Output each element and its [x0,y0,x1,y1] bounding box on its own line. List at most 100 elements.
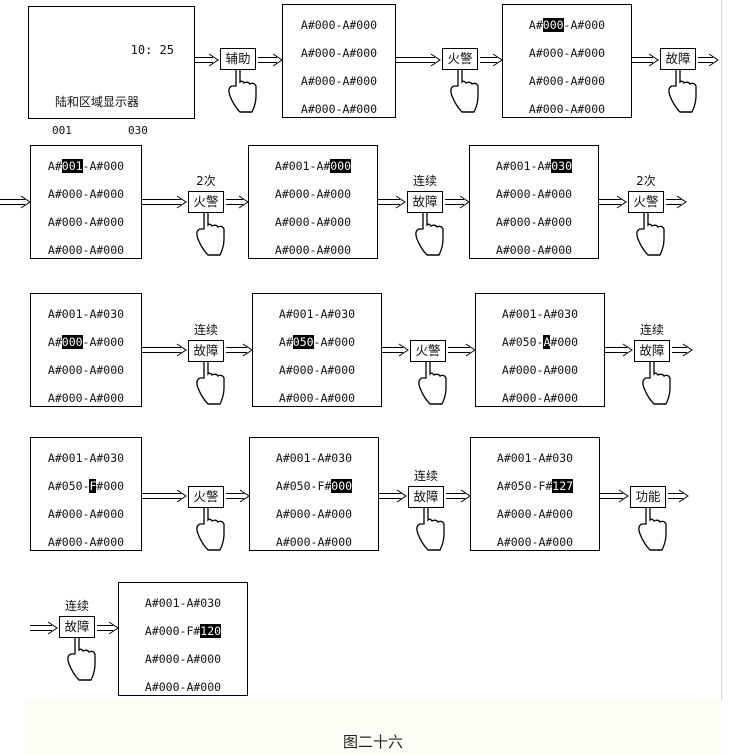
screen-line: A#000-A#000 [249,187,377,201]
fire-button[interactable]: 火警 [408,340,452,410]
cursor-highlight: 000 [61,335,83,349]
assist-button[interactable]: 辅助 [218,48,262,118]
fault-button[interactable]: 故障 [406,486,450,556]
flow-arrow [600,489,629,503]
fault-key-label: 故障 [634,340,670,362]
flow-arrow [666,195,687,209]
screen-text: A#000-A#000 [278,363,356,377]
fault-button[interactable]: 故障 [658,48,702,118]
screen-text: A#050- [47,479,90,493]
screen-text: A#000-A#000 [496,507,574,521]
screen-line: A#001-A#030 [119,596,247,610]
screen-line: A#000-A#000 [471,507,599,521]
flow-arrow [672,343,693,357]
display-title: 陆和区域显示器 [55,95,140,109]
fault-key-label: 故障 [59,616,95,638]
fire-button[interactable]: 火警 [186,486,230,556]
continuous-label: 连续 [412,174,437,188]
screen-line: A#000-A#000 [31,507,141,521]
screen-text: A#000-A#000 [528,102,606,116]
screen-line: A#001-A#030 [471,451,599,465]
screen-text: A#050- [501,335,544,349]
screen-text: A#000-A#000 [47,535,125,549]
screen-text: A# [528,18,543,32]
screen-text: A#000-A#000 [274,187,352,201]
screen-line: A#000-A#000 [283,46,395,60]
screen-text: #000 [96,479,125,493]
screen-line: A#050-F#127 [471,479,599,493]
screen-text: A# [278,335,293,349]
left-index-label: 001 [52,124,72,137]
continuous-label: 连续 [639,323,664,337]
flow-arrow [605,343,633,357]
screen-text: A#000-A#000 [528,74,606,88]
flow-arrow [142,489,187,503]
screen-line: A#000-A#000 [471,535,599,549]
screen-line: A#000-A#000 [476,363,604,377]
fault-button[interactable]: 故障 [632,340,676,410]
screen-text: -A#000 [82,335,125,349]
flow-arrow [379,489,407,503]
screen-text: A#000-A#000 [495,187,573,201]
screen-line: A#050-F#000 [250,479,378,493]
screen-line: A#001-A#030 [470,159,598,173]
screen-text: A#000-A#000 [501,391,579,405]
screen-text: A#000-A#000 [495,243,573,257]
continuous-label: 连续 [193,323,218,337]
screen-text: A#000-A#000 [275,507,353,521]
cursor-highlight: 030 [551,159,573,173]
screen-text: A#000-A#000 [496,535,574,549]
pointing-hand-icon [416,497,445,551]
screen-line: A#000-A#000 [503,18,631,32]
pointing-hand-icon [450,59,479,113]
screen-text: A#001-A#030 [47,451,125,465]
screen-text: A#001-A# [495,159,552,173]
function-button[interactable]: 功能 [628,486,672,556]
fire-button[interactable]: 火警 [440,48,484,118]
screen-line: A#000-A#000 [31,187,141,201]
pointing-hand-icon [638,497,667,551]
flow-arrow [142,195,187,209]
screen-line: A#000-A#000 [283,102,395,116]
screen-line: A#000-A#000 [31,391,141,405]
screen-line: A#000-A#000 [283,18,395,32]
flow-arrow [396,53,441,67]
flow-arrows [0,53,719,635]
screen-line: A#000-A#000 [119,652,247,666]
screen-text: A#000-A#000 [495,215,573,229]
screen-text: A#000-A#000 [47,243,125,257]
continuous-label: 连续 [413,469,438,483]
screen-text: A#000-F# [144,624,201,638]
fire-button[interactable]: 火警 [186,191,230,261]
fault-key-label: 故障 [408,486,444,508]
function-key-label: 功能 [630,486,666,508]
cursor-highlight: F [89,479,97,493]
screen-text: -A#000 [563,18,606,32]
fault-button[interactable]: 故障 [57,616,101,686]
screen-line: A#000-A#000 [31,535,141,549]
screen-line: A#001-A#000 [31,159,141,173]
flow-arrow [698,53,719,67]
screen-text: A#000-A#000 [278,391,356,405]
screen-line: A#000-A#000 [253,391,381,405]
screen-text: A#001-A#030 [275,451,353,465]
screen-line: A#001-A#030 [476,307,604,321]
flow-arrow [30,621,58,635]
screen-line: A#000-A#000 [249,243,377,257]
screen-line: A#000-A#000 [31,363,141,377]
fault-button[interactable]: 故障 [405,191,449,261]
screen-text: A#001-A#030 [501,307,579,321]
pointing-hand-icon [636,202,665,256]
fire-key-label: 火警 [188,486,224,508]
fire-key-label: 火警 [628,191,664,213]
cursor-highlight: 000 [330,159,352,173]
fault-button[interactable]: 故障 [186,340,230,410]
fire-button[interactable]: 火警 [626,191,670,261]
